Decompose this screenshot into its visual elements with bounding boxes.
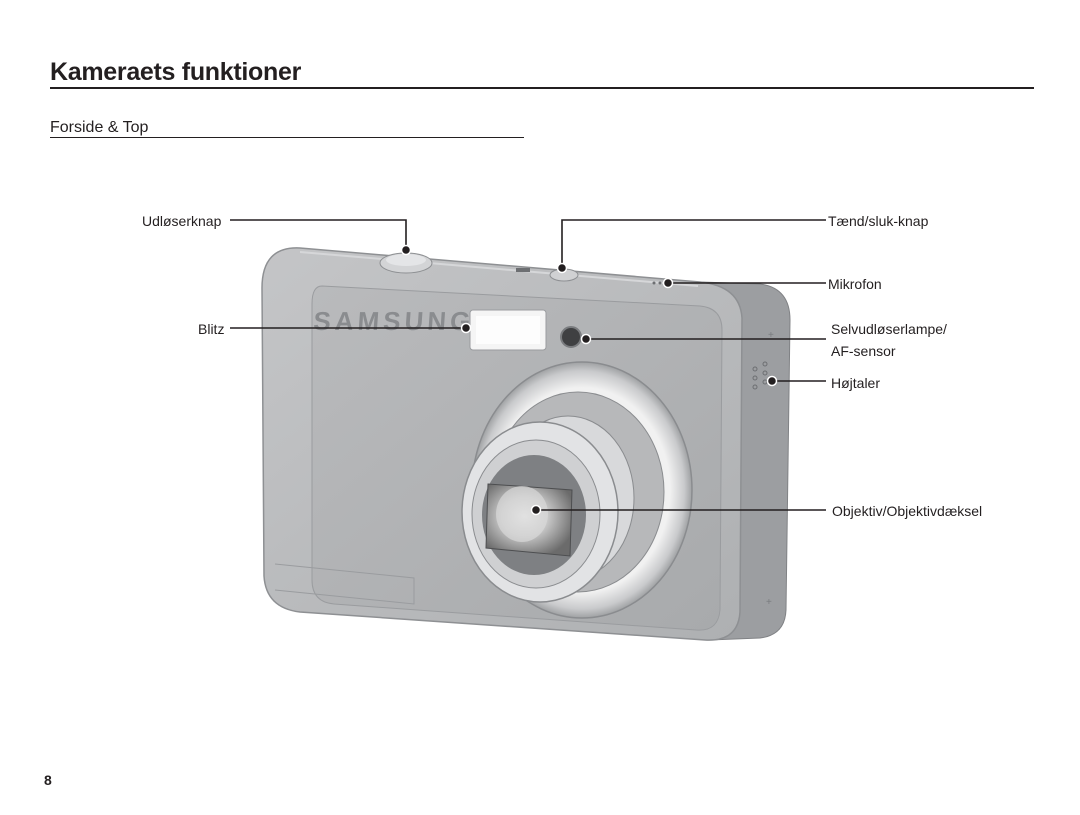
leader-shutter: [230, 219, 407, 249]
svg-text:+: +: [768, 330, 774, 341]
title-underline: [50, 87, 1034, 89]
brand-logo: SAMSUNG: [313, 306, 476, 336]
leader-dots: [400, 244, 778, 516]
page-number: 8: [44, 772, 52, 788]
leader-lines: [230, 219, 826, 511]
svg-text:+: +: [766, 597, 772, 608]
label-microphone: Mikrofon: [828, 276, 882, 292]
label-lens: Objektiv/Objektivdæksel: [832, 503, 983, 519]
label-speaker: Højtaler: [831, 375, 881, 391]
section-title: Forside & Top: [50, 119, 149, 136]
self-timer-lamp: [560, 326, 582, 348]
label-self-timer-lamp: Selvudløserlampe/ AF-sensor: [831, 320, 947, 360]
label-shutter-button: Udløserknap: [142, 213, 222, 229]
leader-power: [561, 219, 826, 268]
label-flash: Blitz: [198, 321, 225, 337]
section-underline: [50, 137, 524, 138]
page-title: Kameraets funktioner: [50, 58, 302, 86]
label-self-timer-lamp-line1: Selvudløserlampe/: [831, 321, 947, 337]
label-self-timer-lamp-line2: AF-sensor: [831, 343, 896, 359]
label-power-button: Tænd/sluk-knap: [828, 213, 929, 229]
